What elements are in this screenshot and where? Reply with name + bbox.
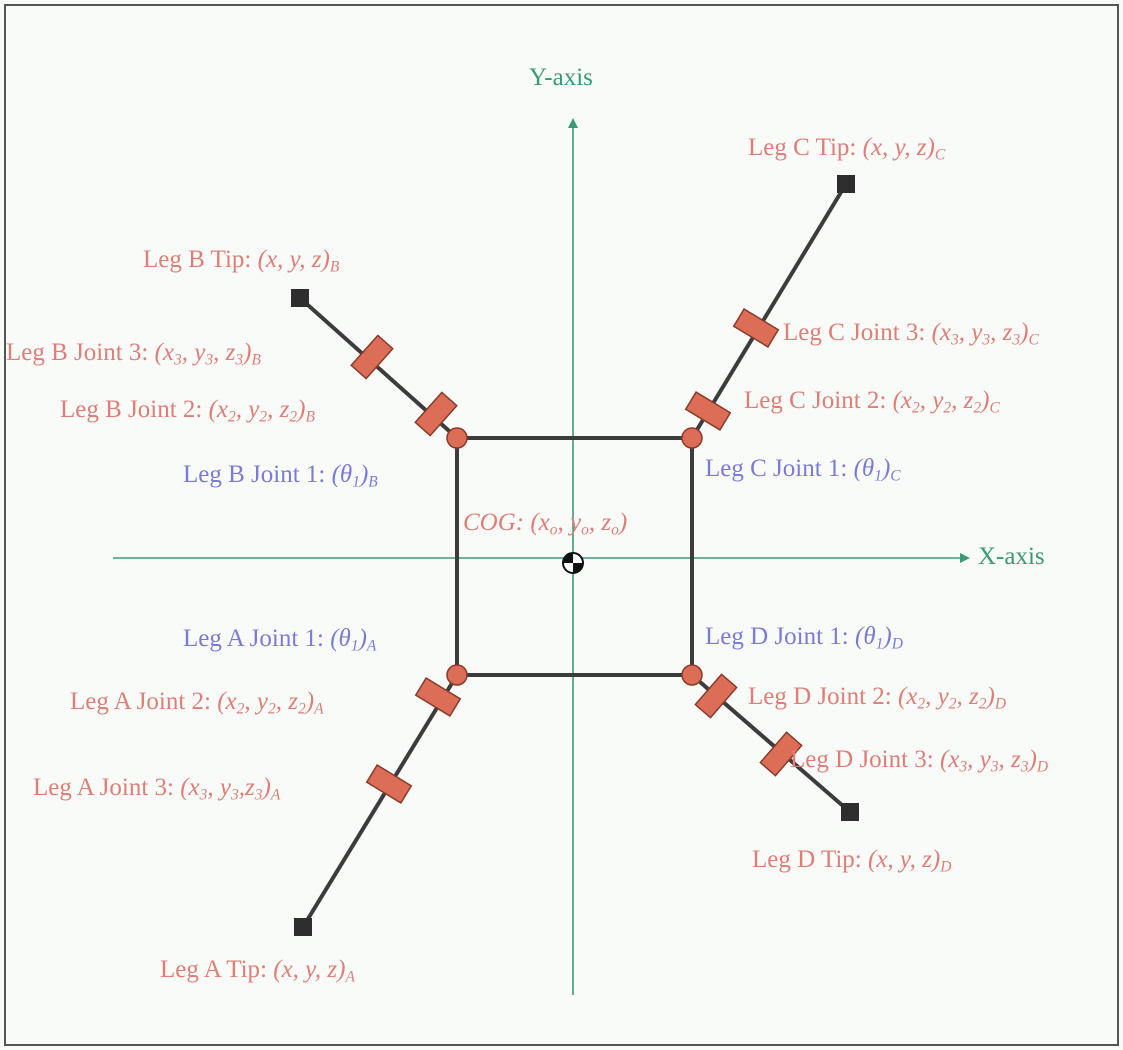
leg-d-tip-marker [841, 803, 859, 821]
leg-c-joint-3-marker [732, 308, 780, 348]
leg-a-tip-label: Leg A Tip: (x, y, z)A [160, 956, 355, 986]
leg-a-joint-1-marker [446, 664, 468, 686]
leg-a-joint-3-marker [365, 764, 413, 804]
cog-symbol [562, 552, 584, 574]
leg-a-joint-3-label: Leg A Joint 3: (x3, y3,z3)A [33, 774, 281, 804]
cog-label: COG: (xo, yo, zo) [463, 509, 628, 539]
leg-d-joint-2-label: Leg D Joint 2: (x2, y2, z2)D [748, 683, 1007, 713]
leg-a-link [301, 673, 459, 929]
leg-c-joint-3-label: Leg C Joint 3: (x3, y3, z3)C [783, 319, 1039, 349]
leg-b-joint-1-marker [446, 427, 468, 449]
leg-d-joint-2-marker [694, 673, 738, 719]
leg-b-joint-3-label: Leg B Joint 3: (x3, y3, z3)B [6, 339, 261, 369]
frame-border [4, 4, 1119, 1046]
leg-a-joint-2-label: Leg A Joint 2: (x2, y2, z2)A [70, 688, 324, 718]
leg-c-link [690, 182, 848, 440]
leg-b-tip-label: Leg B Tip: (x, y, z)B [143, 246, 340, 276]
leg-c-joint-2-label: Leg C Joint 2: (x2, y2, z2)C [744, 387, 1000, 417]
leg-c-tip-label: Leg C Tip: (x, y, z)C [748, 134, 946, 164]
robot-body [455, 436, 694, 677]
leg-a-joint-2-marker [414, 677, 462, 717]
leg-d-joint-1-marker [681, 664, 703, 686]
leg-a-tip-marker [294, 918, 312, 936]
leg-d-joint-3-marker [759, 731, 803, 777]
leg-b-joint-2-marker [414, 391, 458, 437]
leg-d-joint-1-label: Leg D Joint 1: (θ1)D [705, 623, 903, 653]
leg-b-joint-3-marker [350, 334, 394, 380]
leg-c-joint-1-label: Leg C Joint 1: (θ1)C [705, 455, 901, 485]
leg-b-joint-1-label: Leg B Joint 1: (θ1)B [183, 461, 378, 491]
x-axis-label: X-axis [978, 543, 1045, 570]
leg-c-tip-marker [837, 175, 855, 193]
y-axis-label: Y-axis [529, 64, 593, 91]
leg-d-tip-label: Leg D Tip: (x, y, z)D [752, 846, 952, 876]
leg-b-joint-2-label: Leg B Joint 2: (x2, y2, z2)B [60, 396, 315, 426]
leg-d-joint-3-label: Leg D Joint 3: (x3, y3, z3)D [790, 746, 1049, 776]
leg-a-joint-1-label: Leg A Joint 1: (θ1)A [183, 625, 377, 655]
leg-b-tip-marker [291, 289, 309, 307]
leg-c-joint-2-marker [684, 391, 732, 431]
leg-c-joint-1-marker [681, 427, 703, 449]
